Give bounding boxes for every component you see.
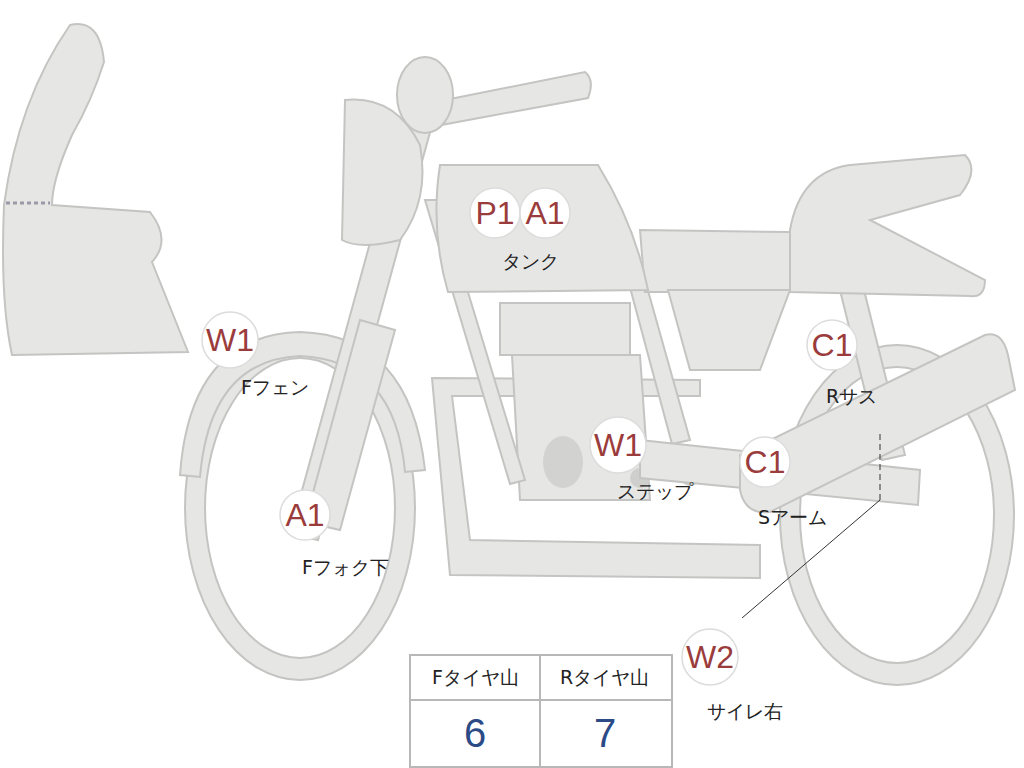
callout-code: W1 <box>201 311 259 369</box>
callout-code: W2 <box>681 628 739 686</box>
part-name: Fフォク下 <box>302 555 389 581</box>
part-name: タンク <box>502 249 559 275</box>
callout-circle: A1 <box>279 489 331 541</box>
callout-circle: W2 <box>681 628 739 686</box>
callout-circle: P1 <box>469 187 521 239</box>
part-name: ステップ <box>617 479 693 505</box>
part-name: Sアーム <box>758 505 827 531</box>
part-name: Rサス <box>826 384 877 410</box>
callout-code: W1 <box>589 416 647 474</box>
table-header: Rタイヤ山 <box>560 665 649 691</box>
callout-circle: A1 <box>519 187 571 239</box>
callout-code: C1 <box>739 436 791 488</box>
table-value: 7 <box>594 711 616 756</box>
table-value: 6 <box>464 711 486 756</box>
table-header: Fタイヤ山 <box>432 665 519 691</box>
part-name: Fフェン <box>241 375 309 401</box>
callout-code: P1 <box>469 187 521 239</box>
callout-circle: C1 <box>806 319 858 371</box>
callout-code: C1 <box>806 319 858 371</box>
callout-circle: C1 <box>739 436 791 488</box>
callout-circle: W1 <box>589 416 647 474</box>
callout-code: A1 <box>279 489 331 541</box>
callout-code: A1 <box>519 187 571 239</box>
part-name: サイレ右 <box>707 699 783 725</box>
callout-circle: W1 <box>201 311 259 369</box>
